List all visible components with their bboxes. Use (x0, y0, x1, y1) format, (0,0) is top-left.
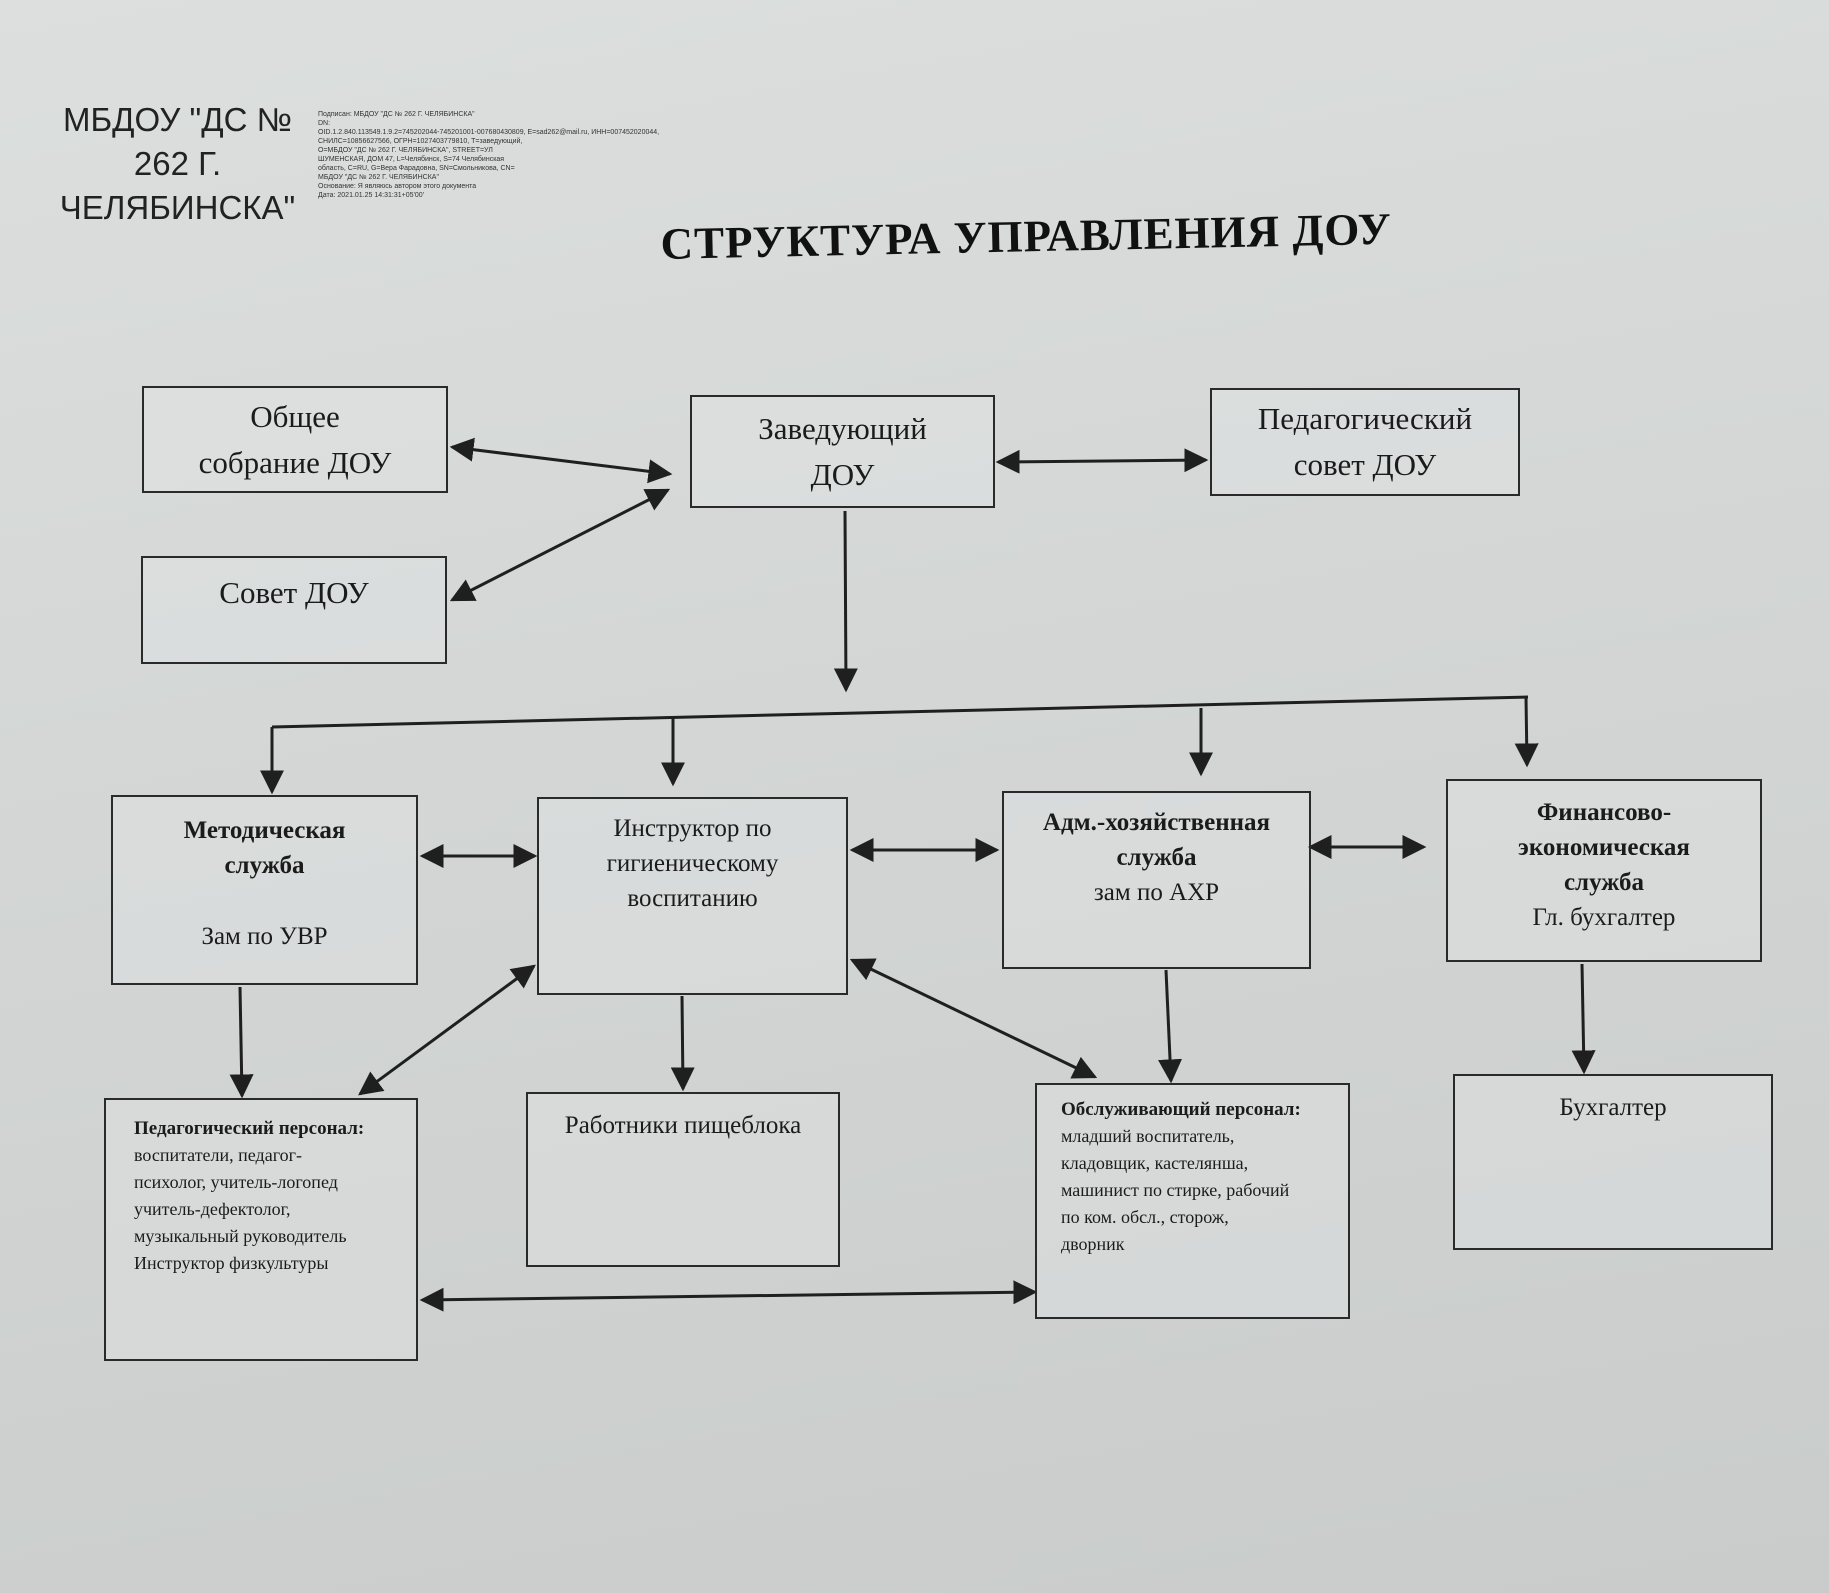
node-heading: Обслуживающий персонал: (1061, 1099, 1301, 1120)
signature-line: СНИЛС=10856627566, ОГРН=1027403779810, T… (318, 138, 523, 145)
node-heading: Педагогический персонал: (134, 1118, 365, 1139)
signature-line: DN: (318, 120, 331, 127)
node-accountant: Бухгалтер (1453, 1074, 1773, 1250)
node-label: Педагогический (1257, 401, 1473, 436)
arrow-finance-accountant (1571, 963, 1596, 1075)
stamp-organization-name: МБДОУ "ДС № 262 Г. ЧЕЛЯБИНСКА" (59, 101, 296, 226)
node-label: служба (224, 852, 305, 879)
signature-line: ШУМЕНСКАЯ, ДОМ 47, L=Челябинск, S=74 Чел… (318, 156, 505, 163)
arrow-council-head (449, 488, 671, 602)
arrow-pedstaff-hygiene (358, 964, 536, 1096)
node-label: Работники пищеблока (564, 1112, 802, 1139)
arrow-head-down (833, 510, 858, 693)
arrow-methodical-pedstaff (229, 986, 254, 1099)
node-label: служба (1116, 844, 1197, 871)
node-text-line: Инструктор физкультуры (134, 1253, 329, 1273)
node-label: Бухгалтер (1559, 1094, 1667, 1121)
node-label: служба (1563, 869, 1645, 896)
node-label: Совет ДОУ (219, 575, 369, 610)
signature-line: OID.1.2.840.113549.1.9.2=745202044-74520… (318, 129, 660, 136)
arrow-to-finance (1514, 696, 1539, 768)
node-text-line: учитель-дефектолог, (134, 1199, 291, 1219)
node-kitchen-staff: Работники пищеблока (526, 1092, 840, 1267)
signature-line: Основание: Я являюсь автором этого докум… (318, 183, 477, 190)
arrow-head-pedcouncil (995, 448, 1209, 474)
node-label: воспитанию (627, 885, 758, 912)
node-text-line: музыкальный руководитель (134, 1226, 347, 1246)
node-label: Адм.-хозяйственная (1042, 809, 1271, 836)
node-label: экономическая (1518, 834, 1690, 861)
node-label: Инструктор по (613, 815, 772, 842)
node-text-line: дворник (1061, 1234, 1125, 1254)
node-label: ДОУ (810, 456, 875, 492)
node-general-meeting: Общее собрание ДОУ (142, 386, 448, 493)
node-label: совет ДОУ (1293, 447, 1437, 482)
arrow-admin-service (1158, 969, 1183, 1084)
signature-line: МБДОУ "ДС № 262 Г. ЧЕЛЯБИНСКА" (318, 174, 439, 181)
node-text-line: младший воспитатель, (1061, 1126, 1235, 1146)
node-admin-service: Адм.-хозяйственная служба зам по АХР (1002, 791, 1311, 969)
node-text-line: воспитатели, педагог- (134, 1145, 303, 1165)
node-label: Общее (250, 398, 340, 434)
distribution-bar (271, 695, 1529, 729)
node-pedagogical-council: Педагогический совет ДОУ (1210, 388, 1520, 496)
signature-line: Подписан: МБДОУ "ДС № 262 Г. ЧЕЛЯБИНСКА" (318, 111, 475, 118)
arrow-hygiene-kitchen (670, 995, 695, 1092)
node-label: собрание ДОУ (198, 444, 392, 480)
signature-line: Дата: 2021.01.25 14:31:31+05'00' (318, 192, 424, 199)
node-finance-service: Финансово- экономическая служба Гл. бухг… (1446, 779, 1762, 962)
node-head: Заведующий ДОУ (690, 395, 995, 508)
node-text-line: кладовщик, кастелянша, (1061, 1153, 1249, 1173)
node-hygiene-instructor: Инструктор по гигиеническому воспитанию (537, 797, 848, 995)
node-text-line: машинист по стирке, рабочий (1061, 1180, 1290, 1200)
arrow-pedstaff-service (419, 1280, 1038, 1312)
node-label: Гл. бухгалтер (1532, 904, 1676, 931)
node-council: Совет ДОУ (141, 556, 447, 664)
node-label: зам по АХР (1093, 879, 1220, 906)
node-label: Методическая (183, 817, 346, 844)
arrow-meeting-head (449, 437, 673, 484)
signature-line: O=МБДОУ "ДС № 262 Г. ЧЕЛЯБИНСКА", STREET… (318, 147, 493, 154)
node-text-line: по ком. обсл., сторож, (1061, 1207, 1229, 1227)
node-methodical-service: Методическая служба Зам по УВР (111, 795, 418, 985)
node-pedagogical-staff: Педагогический персонал: воспитатели, пе… (104, 1098, 418, 1361)
node-text-line: психолог, учитель-логопед (134, 1172, 338, 1192)
node-service-staff: Обслуживающий персонал: младший воспитат… (1035, 1083, 1350, 1319)
signature-line: область, C=RU, G=Вера Фарадовна, SN=Смол… (318, 165, 515, 172)
node-label: гигиеническому (606, 850, 779, 877)
node-label: Зам по УВР (201, 923, 328, 950)
digital-signature-details: Подписан: МБДОУ "ДС № 262 Г. ЧЕЛЯБИНСКА"… (318, 110, 660, 200)
arrow-hygiene-service (849, 958, 1098, 1079)
node-label: Заведующий (758, 410, 927, 446)
node-label: Финансово- (1536, 799, 1672, 826)
